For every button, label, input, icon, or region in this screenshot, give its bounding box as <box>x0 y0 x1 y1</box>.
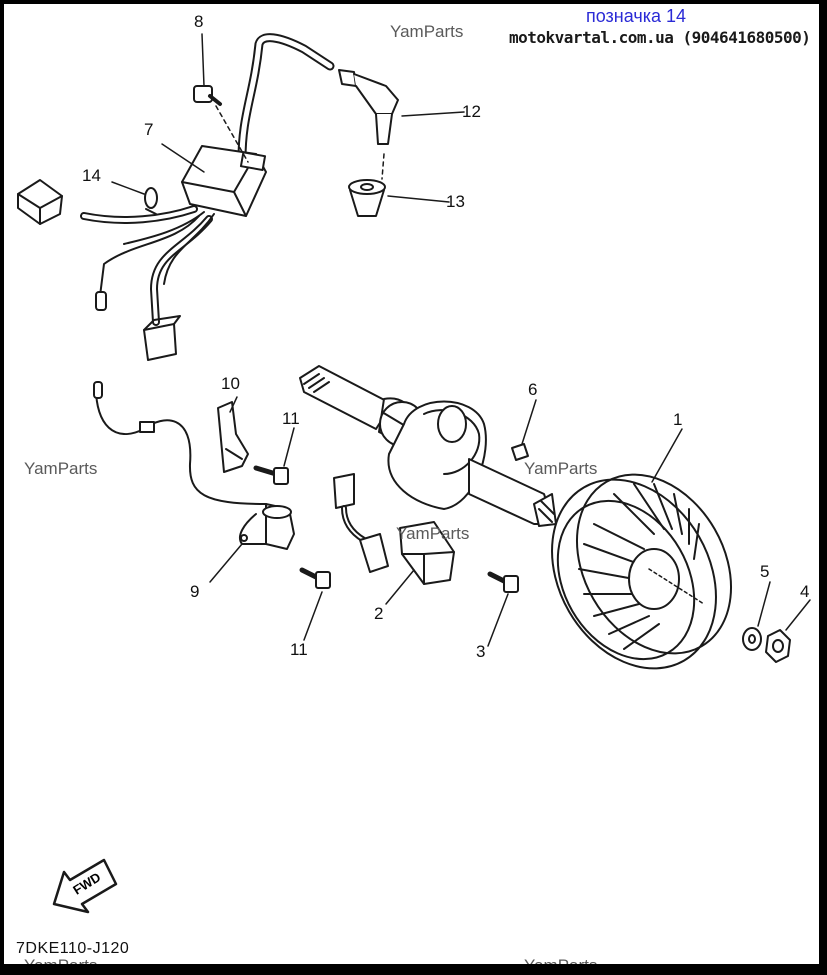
bolt-8 <box>193 85 249 163</box>
ignition-coil-harness <box>17 33 335 361</box>
nut-4 <box>765 629 791 663</box>
fwd-arrow <box>52 858 118 914</box>
callout-5: 5 <box>760 562 770 581</box>
diagram-code: 7DKE110-J120 <box>16 940 130 957</box>
bracket-10 <box>217 401 249 473</box>
callout-3: 3 <box>476 642 486 661</box>
site-credit: motokvartal.com.ua (904641680500) <box>509 28 811 47</box>
watermark: YamParts <box>24 459 98 478</box>
watermark: YamParts <box>24 956 97 964</box>
leader-lines <box>111 33 811 647</box>
bolt-3 <box>487 571 519 593</box>
callout-10: 10 <box>221 374 240 393</box>
bolt-11-upper <box>253 465 289 485</box>
washer-5 <box>742 627 762 651</box>
callout-1: 1 <box>673 410 683 429</box>
woodruff-key-6 <box>511 443 529 461</box>
connector-bottom <box>143 323 177 361</box>
callout-7: 7 <box>144 120 154 139</box>
connector-left <box>17 179 63 225</box>
watermark: YamParts <box>524 459 598 478</box>
callout-2: 2 <box>374 604 384 623</box>
clamp-14 <box>144 187 158 215</box>
watermark: YamParts <box>390 22 464 41</box>
callout-12: 12 <box>462 102 481 121</box>
exploded-view-drawing <box>17 33 811 914</box>
sensor-2 <box>333 473 455 585</box>
crankshaft <box>299 365 557 527</box>
watermark: YamParts <box>396 524 470 543</box>
pulser-coil-9 <box>93 381 295 550</box>
bolt-11-lower <box>299 567 331 589</box>
watermark: YamParts <box>524 956 597 964</box>
callout-6: 6 <box>528 380 538 399</box>
diagram-tag: позначка 14 <box>586 6 687 26</box>
callout-11-lower: 11 <box>290 640 308 659</box>
plug-seal-13 <box>348 179 386 217</box>
callout-4: 4 <box>800 582 810 601</box>
callout-9: 9 <box>190 582 200 601</box>
flywheel-1 <box>551 473 733 670</box>
callout-8: 8 <box>194 12 204 31</box>
callout-11-upper: 11 <box>282 409 300 428</box>
callout-13: 13 <box>446 192 465 211</box>
callout-14: 14 <box>82 166 101 185</box>
parts-diagram-frame: FWD позначка 14 motokvartal.com.ua (9046… <box>4 4 819 964</box>
spark-plug-cap-12 <box>338 69 399 180</box>
